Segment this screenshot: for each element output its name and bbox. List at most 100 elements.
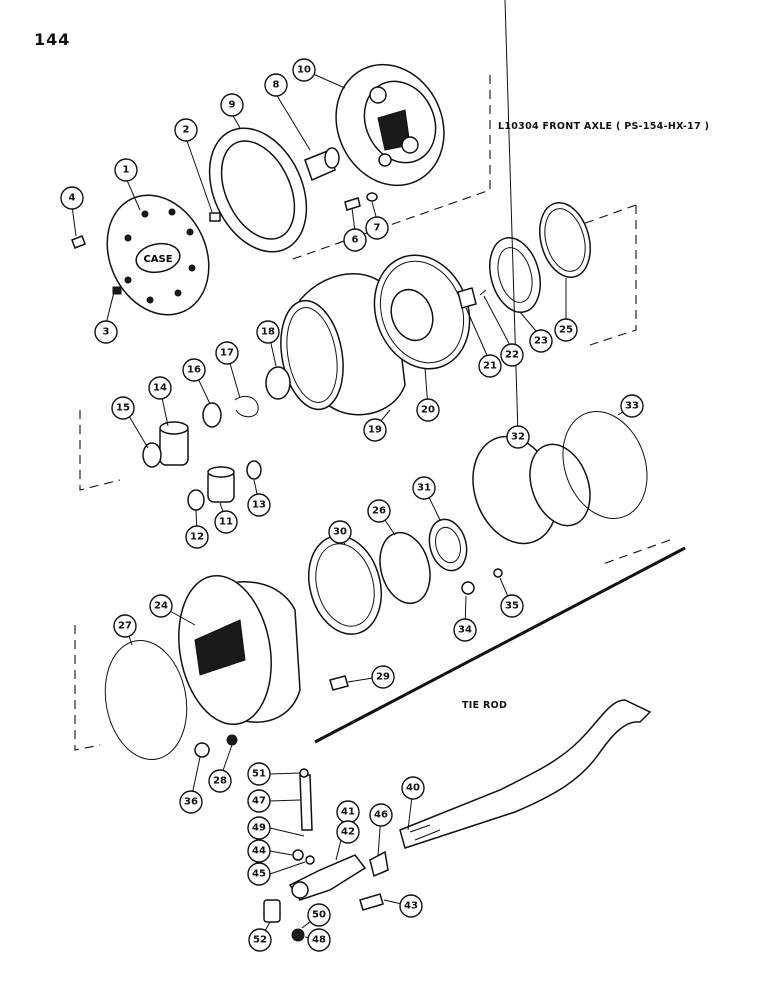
callout-9: 9 xyxy=(220,93,244,117)
callout-circle xyxy=(371,665,395,689)
callout-25: 25 xyxy=(554,318,578,342)
callout-circle xyxy=(114,158,138,182)
callout-number: 26 xyxy=(372,506,386,517)
callout-circle xyxy=(247,816,271,840)
callout-circle xyxy=(365,216,389,240)
bearings-and-seals-lower xyxy=(104,411,648,760)
callout-number: 42 xyxy=(341,827,355,838)
callout-circle xyxy=(292,58,316,82)
callout-number: 41 xyxy=(341,807,355,818)
planet-pinions xyxy=(159,421,235,503)
callout-51: 51 xyxy=(247,762,271,786)
callout-35: 35 xyxy=(500,594,524,618)
callout-circle xyxy=(174,118,198,142)
callout-32: 32 xyxy=(506,425,530,449)
callout-48: 48 xyxy=(307,928,331,952)
callout-circle xyxy=(264,73,288,97)
callout-number: 4 xyxy=(69,193,76,204)
callout-12: 12 xyxy=(185,525,209,549)
group-outline-lower xyxy=(74,539,671,751)
callout-circle xyxy=(399,894,423,918)
callout-20: 20 xyxy=(416,398,440,422)
callout-22: 22 xyxy=(500,343,524,367)
callout-circle xyxy=(412,476,436,500)
shaft-pin xyxy=(304,147,340,182)
callout-number: 18 xyxy=(261,327,275,338)
callout-49: 49 xyxy=(247,816,271,840)
callout-number: 49 xyxy=(252,823,266,834)
callout-number: 52 xyxy=(253,935,267,946)
callout-number: 51 xyxy=(252,769,266,780)
callout-circle xyxy=(500,343,524,367)
callout-43: 43 xyxy=(399,894,423,918)
callout-52: 52 xyxy=(248,928,272,952)
callout-24: 24 xyxy=(149,594,173,618)
callout-1: 1 xyxy=(114,158,138,182)
callout-15: 15 xyxy=(111,396,135,420)
callout-31: 31 xyxy=(412,476,436,500)
callout-circle xyxy=(336,820,360,844)
callout-23: 23 xyxy=(529,329,553,353)
callout-circle xyxy=(60,186,84,210)
callout-number: 19 xyxy=(368,425,382,436)
callout-28: 28 xyxy=(208,769,232,793)
callout-circle xyxy=(256,320,280,344)
callout-40: 40 xyxy=(401,776,425,800)
callout-circle xyxy=(554,318,578,342)
divider-line xyxy=(314,546,686,744)
callout-circle xyxy=(363,418,387,442)
callout-27: 27 xyxy=(113,614,137,638)
callout-number: 10 xyxy=(297,65,311,76)
small-hardware-upper xyxy=(71,192,378,295)
callout-number: 33 xyxy=(625,401,639,412)
group-outline-middle xyxy=(79,204,637,491)
callout-21: 21 xyxy=(478,354,502,378)
callout-number: 29 xyxy=(376,672,390,683)
callout-number: 35 xyxy=(505,601,519,612)
callout-number: 9 xyxy=(229,100,236,111)
callout-2: 2 xyxy=(174,118,198,142)
callout-circle xyxy=(247,789,271,813)
callout-number: 25 xyxy=(559,325,573,336)
callout-circle xyxy=(328,520,352,544)
callout-42: 42 xyxy=(336,820,360,844)
callout-16: 16 xyxy=(182,358,206,382)
hub-cap-plate: CASE xyxy=(106,194,210,316)
callout-number: 16 xyxy=(187,365,201,376)
callout-46: 46 xyxy=(369,803,393,827)
callout-number: 7 xyxy=(374,223,381,234)
callout-circle xyxy=(208,769,232,793)
callout-circle xyxy=(369,803,393,827)
callout-number: 47 xyxy=(252,796,266,807)
callout-number: 24 xyxy=(154,601,168,612)
callout-34: 34 xyxy=(453,618,477,642)
callout-circle xyxy=(182,358,206,382)
callout-number: 44 xyxy=(252,846,266,857)
callout-17: 17 xyxy=(215,341,239,365)
callout-41: 41 xyxy=(336,800,360,824)
callout-number: 3 xyxy=(103,327,110,338)
callout-number: 46 xyxy=(374,810,388,821)
callout-circle xyxy=(113,614,137,638)
tie-rod xyxy=(399,699,652,849)
callout-circle xyxy=(247,839,271,863)
page-number: 144 xyxy=(34,30,71,49)
callout-circle xyxy=(111,396,135,420)
callout-circle xyxy=(185,525,209,549)
callout-number: 11 xyxy=(219,517,233,528)
callout-number: 27 xyxy=(118,621,132,632)
callout-number: 45 xyxy=(252,869,266,880)
wheel-hub xyxy=(178,574,301,726)
callout-circle xyxy=(343,228,367,252)
callout-circle xyxy=(247,762,271,786)
friction-disc xyxy=(208,127,308,253)
washers-and-bearings-middle xyxy=(142,287,487,511)
callout-26: 26 xyxy=(367,499,391,523)
callout-number: 8 xyxy=(273,80,280,91)
callout-3: 3 xyxy=(94,320,118,344)
callout-11: 11 xyxy=(214,510,238,534)
callout-29: 29 xyxy=(371,665,395,689)
callout-number: 50 xyxy=(312,910,326,921)
callout-circle xyxy=(478,354,502,378)
